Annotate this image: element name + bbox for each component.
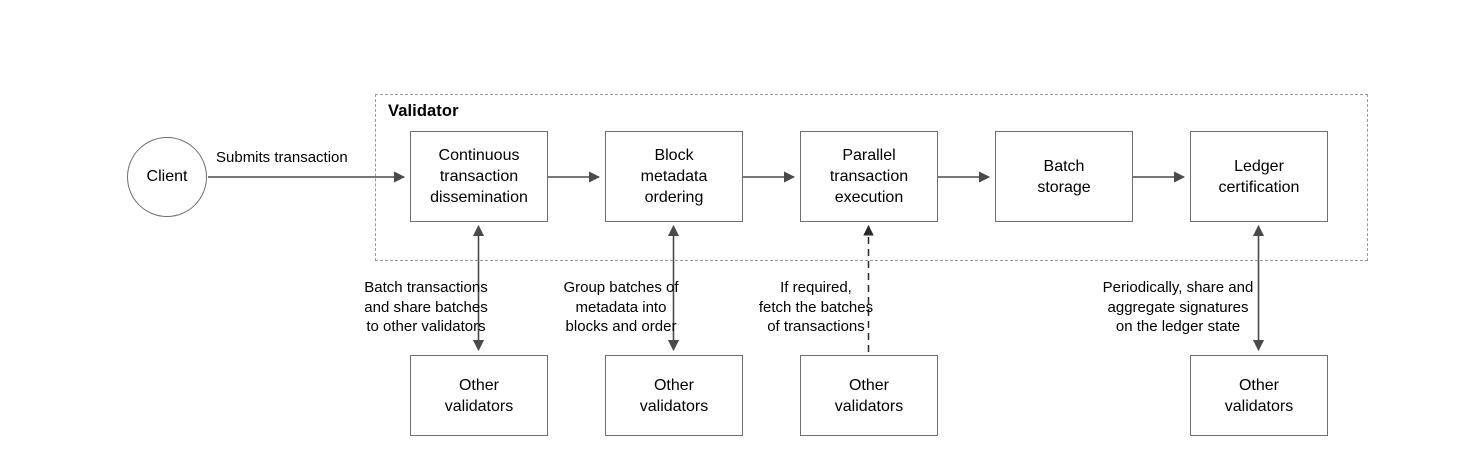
node-client-label: Client (146, 168, 188, 185)
edge-label-submits-transaction: Submits transaction (216, 149, 348, 166)
note-fetch-batches: If required, fetch the batches of transa… (758, 279, 874, 335)
node-block-metadata-ordering[interactable]: Block metadata ordering (605, 131, 743, 222)
node-other-validators-3-label: Other validators (834, 376, 904, 415)
node-client[interactable]: Client (127, 137, 207, 217)
node-batch-storage-label: Batch storage (1037, 157, 1091, 196)
node-parallel-transaction-execution-label: Parallel transaction execution (829, 147, 909, 206)
node-other-validators-2-label: Other validators (639, 376, 709, 415)
node-other-validators-1[interactable]: Other validators (410, 355, 548, 436)
validator-group-label: Validator (388, 102, 459, 120)
validator-boundary (375, 94, 1368, 261)
node-other-validators-2[interactable]: Other validators (605, 355, 743, 436)
node-ledger-certification[interactable]: Ledger certification (1190, 131, 1328, 222)
node-parallel-transaction-execution[interactable]: Parallel transaction execution (800, 131, 938, 222)
node-block-metadata-ordering-label: Block metadata ordering (640, 147, 708, 206)
note-batch-transactions: Batch transactions and share batches to … (364, 279, 488, 335)
node-other-validators-1-label: Other validators (444, 376, 514, 415)
node-batch-storage[interactable]: Batch storage (995, 131, 1133, 222)
note-group-batches: Group batches of metadata into blocks an… (563, 279, 679, 335)
node-other-validators-4-label: Other validators (1224, 376, 1294, 415)
node-other-validators-3[interactable]: Other validators (800, 355, 938, 436)
node-other-validators-4[interactable]: Other validators (1190, 355, 1328, 436)
node-continuous-transaction-dissemination[interactable]: Continuous transaction dissemination (410, 131, 548, 222)
note-aggregate-signatures: Periodically, share and aggregate signat… (1102, 279, 1254, 335)
node-continuous-transaction-dissemination-label: Continuous transaction dissemination (430, 147, 528, 206)
node-ledger-certification-label: Ledger certification (1218, 157, 1300, 196)
